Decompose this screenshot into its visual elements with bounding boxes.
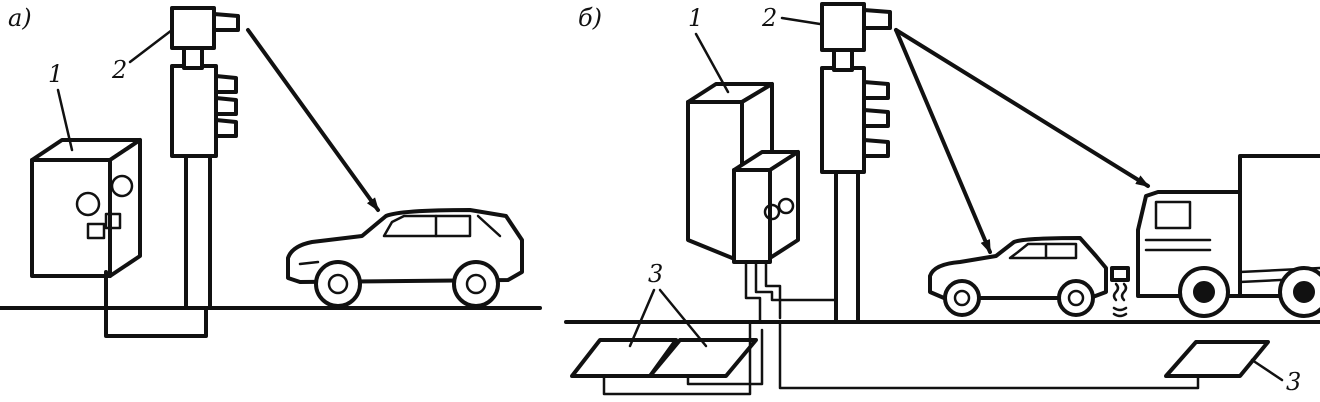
panel-b: б) 1 (564, 2, 1320, 396)
panel-b-loop-cable (778, 320, 1200, 390)
panel-b-detection-arrow-car (894, 28, 992, 254)
panel-b-detection-arrow-truck (894, 28, 1150, 188)
panel-b-inductive-loop-right (1164, 340, 1270, 378)
panel-a-detector-label: 2 (111, 56, 127, 84)
controller-dial-icon (75, 191, 101, 217)
panel-a-detector-head (170, 6, 216, 50)
panel-b-car (928, 236, 1108, 317)
panel-b-loop-leader (658, 288, 708, 348)
panel-a-controller-leader (56, 88, 74, 152)
panel-b-cable (744, 260, 762, 324)
panel-b-inductive-loop-left-2 (648, 338, 758, 378)
panel-b-loop-label-left: 3 (648, 260, 663, 288)
panel-b-cable (764, 260, 782, 320)
panel-b-controller-label: 1 (688, 4, 703, 32)
panel-b-truck (1136, 154, 1320, 318)
panel-a-label: а) (8, 4, 32, 32)
panel-a-cable (104, 270, 208, 338)
panel-a-traffic-light (170, 6, 240, 310)
panel-a-car (286, 208, 524, 308)
controller-dial-icon (110, 174, 134, 198)
panel-a-controller-label: 1 (48, 60, 63, 88)
electronics-dial-icon (763, 203, 781, 221)
panel-b-loop-cable (602, 320, 752, 396)
panel-b-loop-label-right: 3 (1286, 368, 1301, 396)
panel-b-traffic-light (820, 2, 892, 324)
panel-b-exhaust (1110, 266, 1130, 318)
panel-b-detector-head (820, 2, 866, 52)
panel-b-controller-cabinet (686, 82, 800, 264)
car-wheel (314, 260, 362, 308)
panel-b-cable (754, 260, 838, 302)
panel-b-loop-leader (628, 288, 656, 348)
panel-b-detector-label: 2 (761, 4, 777, 32)
car-wheel (452, 260, 500, 308)
car-wheel (1057, 279, 1095, 317)
panel-b-label: б) (578, 4, 602, 32)
panel-a-detection-arrow (246, 28, 380, 212)
panel-b-loop-cable (686, 328, 764, 386)
panel-b-loop-leader (1250, 358, 1284, 382)
panel-a-controller-cabinet (30, 138, 142, 278)
panel-a: а) 1 2 (0, 4, 542, 338)
panel-b-controller-leader (694, 32, 730, 94)
electronics-dial-icon (777, 197, 795, 215)
panel-a-detector-leader (128, 28, 174, 64)
car-wheel (943, 279, 981, 317)
panel-b-detector-leader (780, 16, 822, 26)
